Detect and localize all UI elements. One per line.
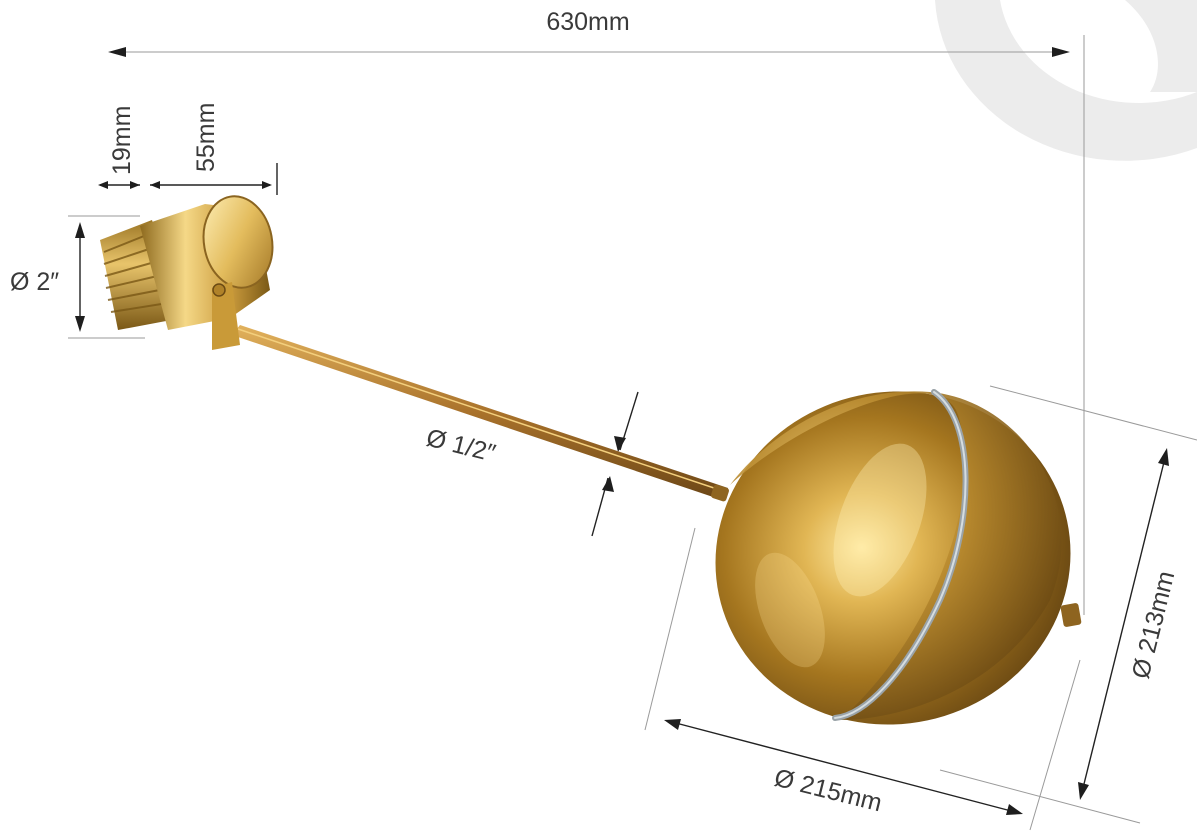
rod-diameter-label: Ø 1/2″ <box>424 424 499 468</box>
brass-rod <box>232 325 729 502</box>
brass-float-ball <box>715 389 1082 725</box>
body-length-dimension: 55mm <box>150 103 278 195</box>
float-valve-body <box>100 195 274 350</box>
body-length-label: 55mm <box>192 103 220 172</box>
watermark-logo <box>935 0 1197 161</box>
inlet-diameter-dimension: Ø 2″ <box>10 215 145 339</box>
overall-length-label: 630mm <box>546 8 629 36</box>
inlet-diameter-label: Ø 2″ <box>10 268 59 296</box>
ball-height-label: Ø 213mm <box>1127 568 1181 681</box>
ball-width-label: Ø 215mm <box>772 764 885 818</box>
thread-length-dimension: 19mm <box>98 106 140 189</box>
thread-length-label: 19mm <box>108 106 136 175</box>
rod-diameter-dimension: Ø 1/2″ <box>424 391 639 537</box>
overall-length-dimension: 630mm <box>108 8 1085 615</box>
